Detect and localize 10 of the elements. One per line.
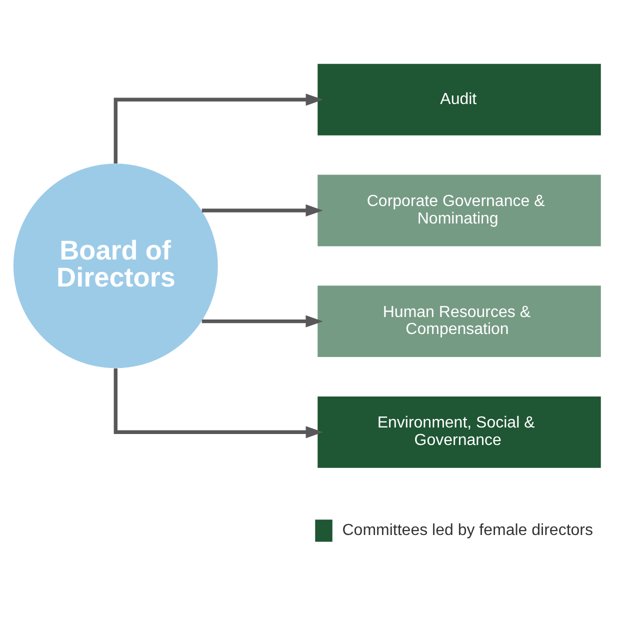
node-box: Environment, Social & Governance — [318, 396, 601, 468]
arrow — [202, 315, 324, 328]
arrow — [114, 94, 324, 164]
node-box: Corporate Governance & Nominating — [318, 174, 601, 246]
arrow — [114, 368, 324, 438]
arrow — [202, 204, 324, 217]
node-box: Human Resources & Compensation — [318, 286, 601, 358]
legend-label: Committees led by female directors — [342, 522, 594, 539]
node-box: Audit — [318, 64, 601, 136]
node-circle: Board of Directors — [13, 164, 218, 368]
